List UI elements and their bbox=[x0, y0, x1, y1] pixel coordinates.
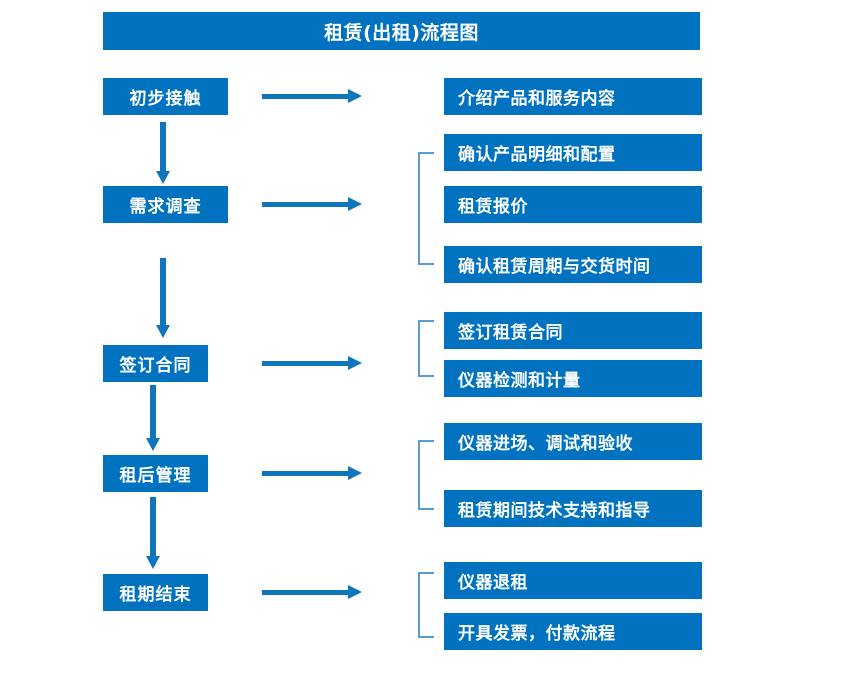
horizontal-arrow-4 bbox=[262, 466, 362, 480]
detail-box-1-1[interactable]: 介绍产品和服务内容 bbox=[444, 78, 702, 115]
detail-box-2-3[interactable]: 确认租赁周期与交货时间 bbox=[444, 246, 702, 283]
stage-box-4[interactable]: 租后管理 bbox=[103, 455, 208, 492]
detail-box-2-2[interactable]: 租赁报价 bbox=[444, 186, 702, 223]
stage-box-5[interactable]: 租期结束 bbox=[103, 574, 208, 611]
detail-box-5-1[interactable]: 仪器退租 bbox=[444, 562, 702, 599]
vertical-arrow-4 bbox=[146, 497, 160, 569]
detail-box-5-2[interactable]: 开具发票，付款流程 bbox=[444, 613, 702, 650]
detail-box-4-1[interactable]: 仪器进场、调试和验收 bbox=[444, 423, 702, 460]
bracket-connector-4 bbox=[418, 440, 434, 510]
horizontal-arrow-3 bbox=[262, 356, 362, 370]
stage-box-3[interactable]: 签订合同 bbox=[103, 345, 208, 382]
bracket-connector-5 bbox=[418, 572, 434, 638]
horizontal-arrow-2 bbox=[262, 197, 362, 211]
vertical-arrow-2 bbox=[156, 258, 170, 338]
stage-box-2[interactable]: 需求调查 bbox=[103, 186, 228, 223]
detail-box-3-2[interactable]: 仪器检测和计量 bbox=[444, 360, 702, 397]
stage-box-1[interactable]: 初步接触 bbox=[103, 78, 228, 115]
detail-box-4-2[interactable]: 租赁期间技术支持和指导 bbox=[444, 490, 702, 527]
detail-box-2-1[interactable]: 确认产品明细和配置 bbox=[444, 134, 702, 171]
detail-box-3-1[interactable]: 签订租赁合同 bbox=[444, 312, 702, 349]
horizontal-arrow-5 bbox=[262, 585, 362, 599]
vertical-arrow-3 bbox=[146, 385, 160, 451]
horizontal-arrow-1 bbox=[262, 89, 362, 103]
bracket-connector-3 bbox=[418, 320, 434, 377]
vertical-arrow-1 bbox=[156, 122, 170, 184]
bracket-connector-2 bbox=[418, 152, 434, 265]
flowchart-title: 租赁(出租)流程图 bbox=[103, 12, 700, 50]
